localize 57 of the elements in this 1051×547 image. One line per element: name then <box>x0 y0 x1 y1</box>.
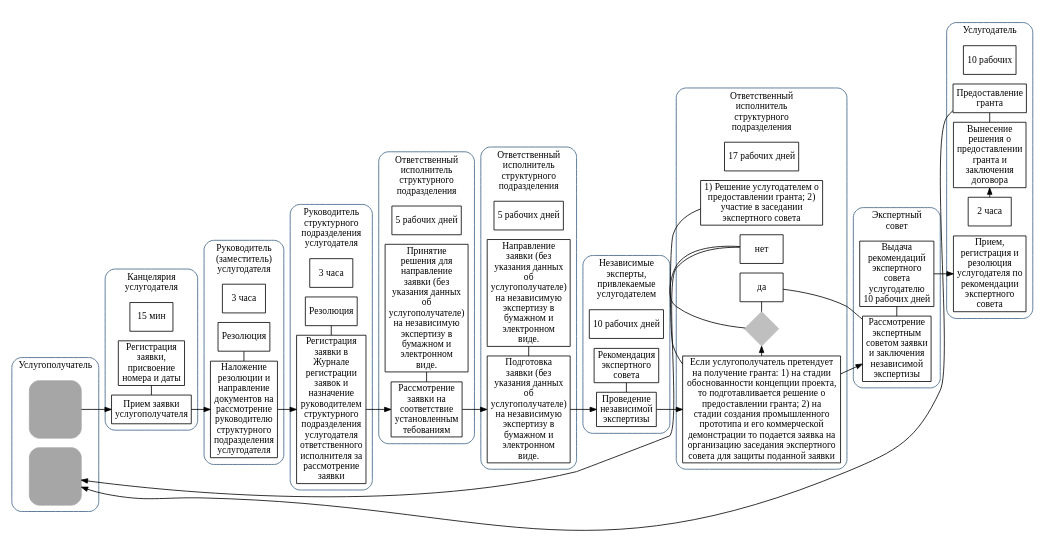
node-box <box>29 380 82 439</box>
connector <box>528 346 530 357</box>
arrow <box>461 406 488 413</box>
node-box: Резолюция <box>217 322 271 352</box>
node-box: Направление заявки (без указания данных об услугополучателе) на независимую экспертизу в бумажном и электронном виде. <box>486 239 571 347</box>
arrow <box>277 406 297 413</box>
node-box <box>29 447 82 506</box>
connector <box>896 306 898 317</box>
arrow <box>758 345 765 357</box>
node-box: 1) Решение услугодателем о предоставлении гранта; 2) участие в заседании экспертного совета <box>700 180 823 226</box>
arrow <box>81 406 112 413</box>
node-box: 5 рабочих дней <box>493 200 564 231</box>
node-box: 10 рабочих <box>963 45 1017 75</box>
node-box: Вынесение решения о предоставлении гранта и заключения договора <box>953 121 1027 189</box>
node-box: Выдача рекомендаций экспертного совета услугодателю 10 рабочих дней <box>859 240 935 307</box>
arrow <box>933 271 954 277</box>
cluster: Услугополучатель <box>11 357 100 512</box>
node-box: Регистрация заявки, присвоение номера и даты <box>117 340 185 386</box>
connector <box>669 245 746 329</box>
arrow <box>569 406 597 413</box>
node-box: Рассмотрение экспертным советом заявки и заключения независимой экспертизы <box>862 315 932 382</box>
node-box: Наложение резолюции и направление документов на рассмотрение руководителю структурного подразделения услугодателя <box>210 360 278 459</box>
arrow <box>987 187 993 198</box>
arrow <box>190 406 211 413</box>
node-box: Резолюция <box>304 296 358 327</box>
connector <box>989 112 991 123</box>
node-box: да <box>739 272 784 303</box>
connector <box>670 208 701 365</box>
arrow <box>81 110 954 531</box>
node-box: Рекомендация экспертного совета <box>593 348 660 384</box>
node-box: 15 мин <box>129 302 174 332</box>
arrow <box>365 406 392 413</box>
node-box: Принятие решения для направление заявки (без указания данных об услугополучателе) на независимую экспертизу в бумажном и электронном виде. <box>384 243 469 373</box>
node-box: Если услугополучатель претендует на получение гранта: 1) на стадии обоснованности концепции проекта, то подготавливается решение о предоставлении гранта; 2) на стадии создания промышленного прототипа и его коммерческой демонстрации то подается заявка на организацию заседания экспертного совета для защиты поданной заявки <box>682 355 841 464</box>
connector <box>761 301 762 313</box>
node-box: 5 рабочих дней <box>391 205 462 236</box>
node-box: 10 рабочих дней <box>588 309 664 339</box>
arrow <box>656 406 683 413</box>
node-box: Рассмотрение заявки на соответствие установленным тебованиям <box>390 381 463 438</box>
connector <box>426 371 427 383</box>
connector <box>782 288 863 320</box>
node-box: Подготовка заявки (без указания данных об услугополучателе) на независимую экспертизу в бумажном и электронном виде. <box>486 355 571 464</box>
node-box: 3 часа <box>309 258 354 288</box>
connector <box>151 385 152 396</box>
arrow <box>840 363 863 375</box>
node-box: Проведение независимой экспертизы <box>596 391 657 427</box>
node-diamond <box>744 311 780 347</box>
node-box: 3 часа <box>222 283 266 314</box>
node-box: Прием заявки услугополучателя <box>111 394 192 425</box>
node-box: Прием, регистрация и резолюция услугодателя по рекомендации экспертного совета <box>953 235 1027 313</box>
node-box: Предоставление гранта <box>952 83 1027 114</box>
node-box: Регистрация заявки в Журнале регистрации заявок и назначение руководителем структурного подразделения услугодателя ответственного исполнителя за рассмотрение заявки <box>296 334 367 484</box>
connector <box>626 382 627 393</box>
node-box: нет <box>739 234 784 264</box>
node-box: 17 рабочих дней <box>724 141 800 172</box>
connector <box>330 325 332 336</box>
arrow <box>80 246 741 498</box>
